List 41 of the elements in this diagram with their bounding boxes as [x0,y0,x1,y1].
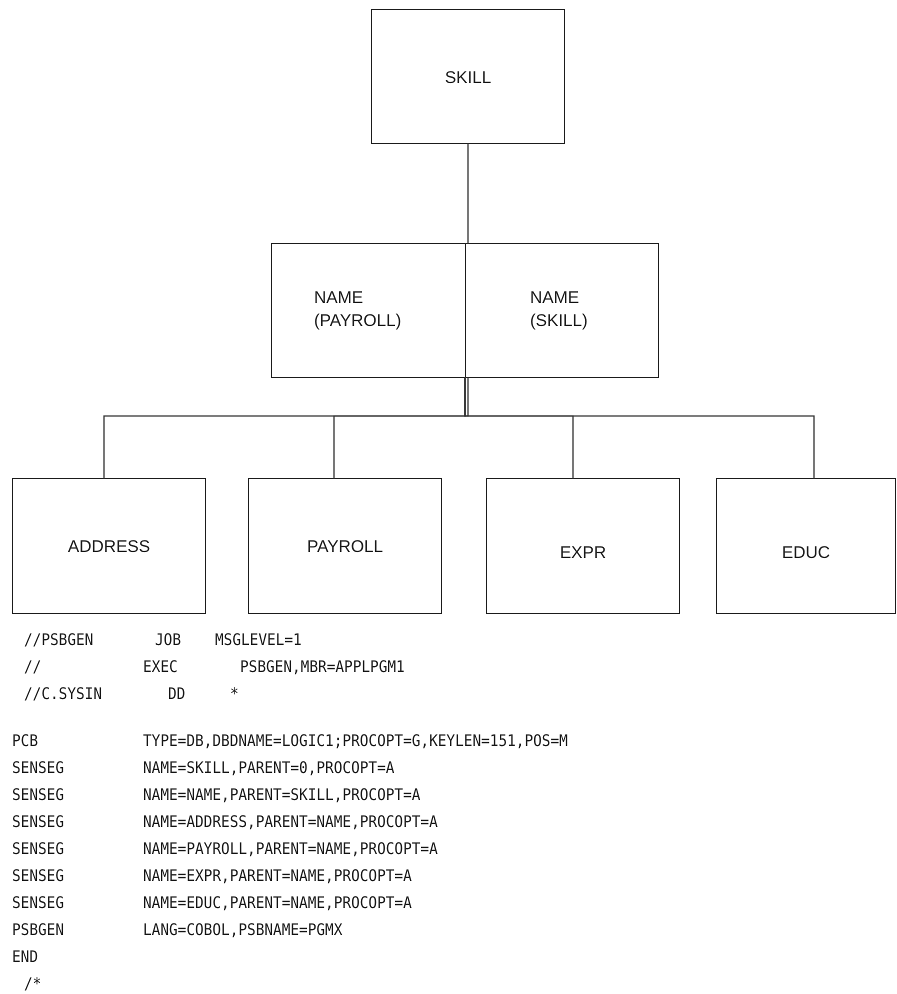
code-text: /* [24,974,42,994]
code-text: //PSBGEN [24,630,94,650]
connector-line [464,378,815,478]
segment-name: EDUC [780,542,832,564]
code-text: NAME=NAME,PARENT=SKILL,PROCOPT=A [143,785,420,805]
code-text: SENSEG [12,893,64,913]
segment-name: PAYROLL [306,536,384,558]
code-text: MSGLEVEL=1 [215,630,302,650]
code-text: //C.SYSIN [24,684,102,704]
segment-name: SKILL [444,66,492,88]
segment-box [12,478,206,614]
code-text: NAME=EDUC,PARENT=NAME,PROCOPT=A [143,893,412,913]
code-text: EXEC [143,657,178,677]
segment-name: EXPR [558,542,608,564]
code-text: DD [168,684,186,704]
code-text: // [24,657,42,677]
code-text: * [230,684,239,704]
code-text: NAME=SKILL,PARENT=0,PROCOPT=A [143,758,394,778]
code-text: SENSEG [12,839,64,859]
segment-name: NAME (PAYROLL) [314,287,402,332]
code-text: NAME=PAYROLL,PARENT=NAME,PROCOPT=A [143,839,438,859]
code-text: LANG=COBOL,PSBNAME=PGMX [143,920,342,940]
segment-box [271,243,659,378]
segment-name: ADDRESS [66,536,152,558]
code-text: PSBGEN,MBR=APPLPGM1 [240,657,405,677]
code-text: PSBGEN [12,920,64,940]
code-text: NAME=EXPR,PARENT=NAME,PROCOPT=A [143,866,412,886]
code-text: NAME=ADDRESS,PARENT=NAME,PROCOPT=A [143,812,438,832]
code-text: SENSEG [12,812,64,832]
code-text: SENSEG [12,866,64,886]
segment-box [371,9,565,144]
code-text: SENSEG [12,785,64,805]
segment-name: NAME (SKILL) [530,287,589,332]
code-text: SENSEG [12,758,64,778]
code-text: END [12,947,38,967]
code-text: TYPE=DB,DBDNAME=LOGIC1;PROCOPT=G,KEYLEN=151,POS=M [143,731,568,751]
code-text: JOB [155,630,182,650]
segment-box [486,478,680,614]
segment-box [716,478,896,614]
code-text: PCB [12,731,38,751]
segment-box [248,478,442,614]
